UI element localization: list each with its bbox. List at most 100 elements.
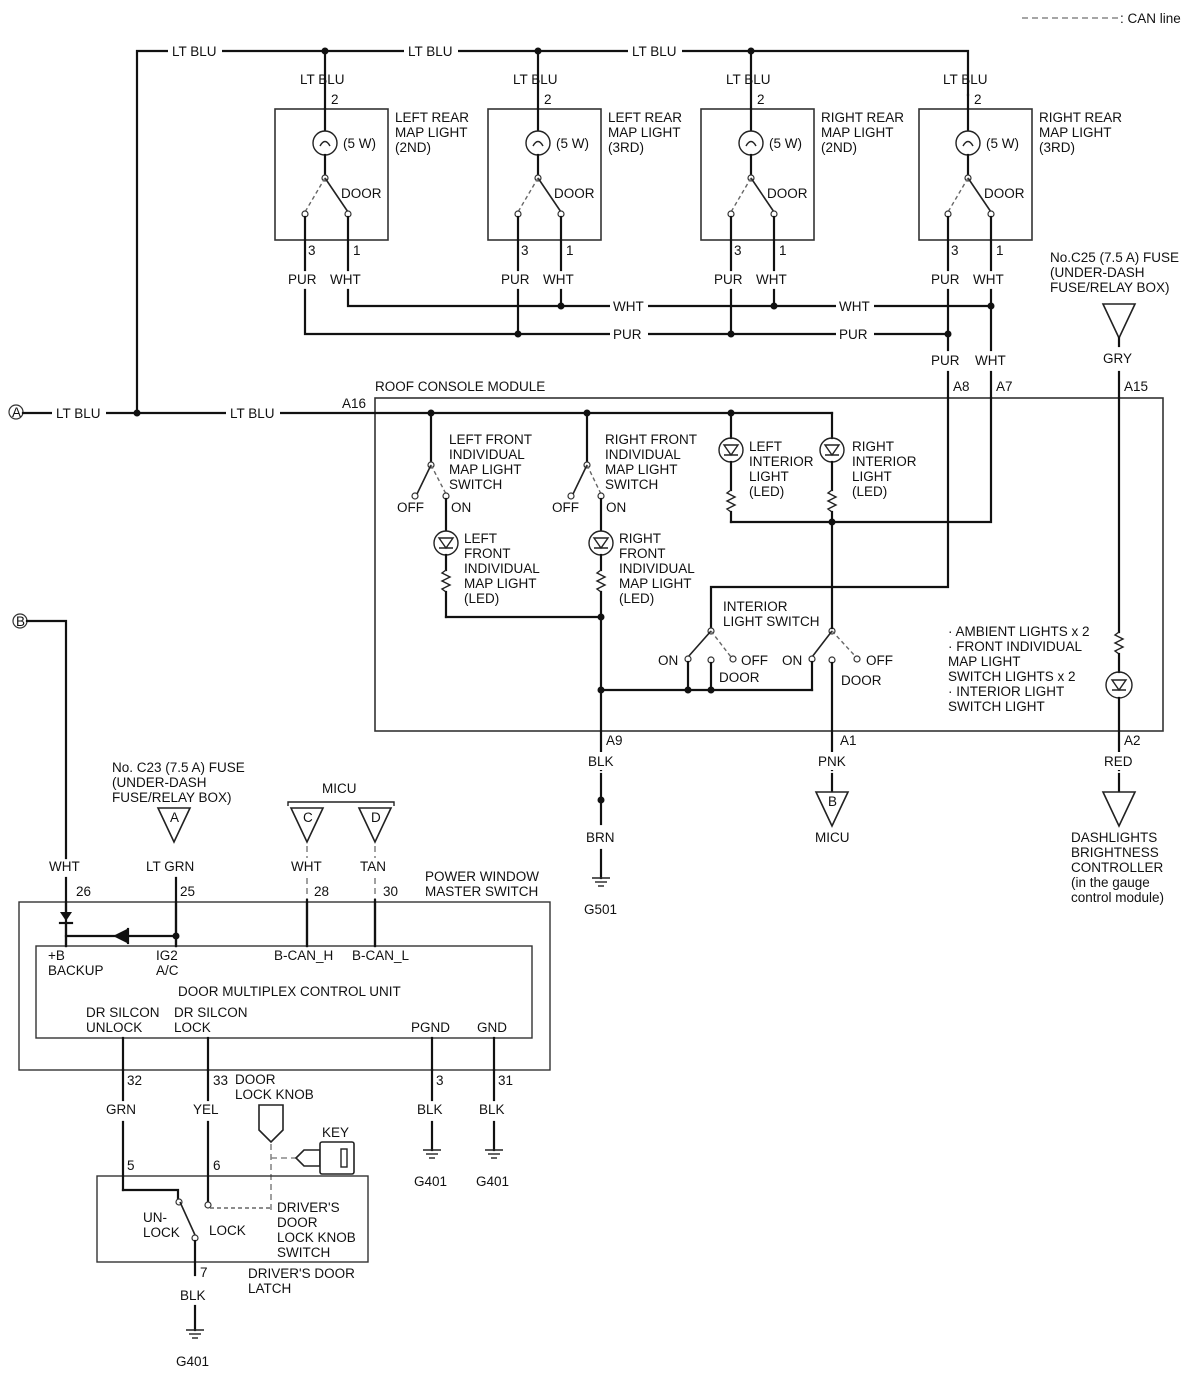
ambient-label: · INTERIOR LIGHT xyxy=(948,684,1064,699)
map-light-name: (3RD) xyxy=(608,140,644,155)
wire-label-wht: WHT xyxy=(291,859,322,874)
wire-label-lt-blu: LT BLU xyxy=(726,72,771,87)
resistor-icon xyxy=(1113,631,1125,655)
wire-label-lt-blu: LT BLU xyxy=(300,72,345,87)
lf-switch-label: MAP LIGHT xyxy=(449,462,522,477)
micu-connector-icon xyxy=(814,791,850,828)
pw-master-inputs: B WHT 26 No. C23 (7.5 A) FUSE (UNDER-DAS… xyxy=(12,613,539,948)
left-interior-label: LEFT xyxy=(749,439,782,454)
wire-label-pur: PUR xyxy=(931,353,960,368)
connector-a-label: A xyxy=(170,810,179,825)
pin-a15: A15 xyxy=(1124,379,1148,394)
bcan-h-label: B-CAN_H xyxy=(274,948,333,963)
map-light-name: MAP LIGHT xyxy=(395,125,468,140)
pin-1: 1 xyxy=(566,243,574,258)
micu-connector-icon xyxy=(357,807,393,844)
ambient-label: · AMBIENT LIGHTS x 2 xyxy=(948,624,1090,639)
latch-switch-label: DOOR xyxy=(277,1215,318,1230)
fuse-c23-label: (UNDER-DASH xyxy=(112,775,207,790)
gnd-label: GND xyxy=(477,1020,507,1035)
bulb-watt: (5 W) xyxy=(986,136,1019,151)
latch-title: LATCH xyxy=(248,1281,291,1296)
drivers-door-latch: 5 6 UN- LOCK LOCK DRIVER'S DOOR LOCK KNO… xyxy=(96,1120,369,1369)
pin-2: 2 xyxy=(544,92,552,107)
pin-30: 30 xyxy=(383,884,398,899)
wire-label-lt-blu: LT BLU xyxy=(172,44,217,59)
wire-label-blk: BLK xyxy=(180,1288,206,1303)
left-interior-label: (LED) xyxy=(749,484,784,499)
key-label: KEY xyxy=(322,1125,349,1140)
pin-2: 2 xyxy=(974,92,982,107)
roof-console-outputs: BLK BRN G501 PNK B MICU RED DASHLIGHTS B… xyxy=(584,752,1164,917)
fuse-c25-label: (UNDER-DASH xyxy=(1050,265,1145,280)
wire-label-wht: WHT xyxy=(543,272,574,287)
wire-label-blk: BLK xyxy=(417,1102,443,1117)
right-interior-label: LIGHT xyxy=(852,469,892,484)
pin-1: 1 xyxy=(353,243,361,258)
micu-label: MICU xyxy=(815,830,850,845)
fuse-connector-icon xyxy=(156,807,192,844)
map-light-left-rear-2nd: 2 (5 W) DOOR 3 1 LEFT REAR MAP LIGHT (2N… xyxy=(274,92,469,272)
b-backup-label: +B xyxy=(48,948,65,963)
micu-label: MICU xyxy=(322,781,357,796)
wire-label-wht: WHT xyxy=(330,272,361,287)
wire-label-brn: BRN xyxy=(586,830,615,845)
on-label: ON xyxy=(451,500,471,515)
interior-switch-label: INTERIOR xyxy=(723,599,788,614)
dmcu-label: DOOR MULTIPLEX CONTROL UNIT xyxy=(178,984,401,999)
wire-label-wht: WHT xyxy=(613,299,644,314)
bulb-watt: (5 W) xyxy=(556,136,589,151)
pin-2: 2 xyxy=(331,92,339,107)
pin-5: 5 xyxy=(127,1158,135,1173)
bulb-watt: (5 W) xyxy=(343,136,376,151)
lf-led-label: (LED) xyxy=(464,591,499,606)
lt-blu-bus: LT BLU LT BLU LT BLU LT BLU LT BLU LT BL… xyxy=(135,42,988,415)
wire-label-grn: GRN xyxy=(106,1102,136,1117)
on-label: ON xyxy=(658,653,678,668)
dashlights-connector-icon xyxy=(1101,791,1137,828)
ground-icon xyxy=(592,877,610,887)
ambient-label: MAP LIGHT xyxy=(948,654,1021,669)
pin-a9: A9 xyxy=(606,733,623,748)
pin-28: 28 xyxy=(314,884,329,899)
interior-switch-label: LIGHT SWITCH xyxy=(723,614,820,629)
pin-3: 3 xyxy=(308,243,316,258)
wire-label-pur: PUR xyxy=(839,327,868,342)
lf-led-label: MAP LIGHT xyxy=(464,576,537,591)
map-light-name: RIGHT REAR xyxy=(821,110,904,125)
map-light-name: MAP LIGHT xyxy=(608,125,681,140)
door-label: DOOR xyxy=(767,186,808,201)
pin-2: 2 xyxy=(757,92,765,107)
rf-switch-label: MAP LIGHT xyxy=(605,462,678,477)
rf-led-label: (LED) xyxy=(619,591,654,606)
bulb-watt: (5 W) xyxy=(769,136,802,151)
fuse-c25: No.C25 (7.5 A) FUSE (UNDER-DASH FUSE/REL… xyxy=(1050,250,1179,400)
key-icon xyxy=(294,1141,355,1175)
wire-label-wht: WHT xyxy=(49,859,80,874)
resistor-icon xyxy=(725,489,737,513)
map-light-right-rear-2nd: 2 (5 W) DOOR 3 1 RIGHT REAR MAP LIGHT (2… xyxy=(700,92,904,272)
resistor-icon xyxy=(440,569,452,593)
dashlights-label: DASHLIGHTS xyxy=(1071,830,1157,845)
wire-label-lt-grn: LT GRN xyxy=(146,859,194,874)
unlock-label: UN- xyxy=(143,1210,167,1225)
map-light-right-rear-3rd: 2 (5 W) DOOR 3 1 RIGHT REAR MAP LIGHT (3… xyxy=(918,92,1122,272)
door-label: DOOR xyxy=(984,186,1025,201)
lf-switch-label: SWITCH xyxy=(449,477,502,492)
off-label: OFF xyxy=(866,653,893,668)
dr-unlock-label: UNLOCK xyxy=(86,1020,142,1035)
door-label: DOOR xyxy=(719,670,760,685)
wire-label-pur: PUR xyxy=(714,272,743,287)
map-light-name: (2ND) xyxy=(821,140,857,155)
wire-label-lt-blu: LT BLU xyxy=(230,406,275,421)
wire-label-lt-blu: LT BLU xyxy=(513,72,558,87)
resistor-icon xyxy=(595,569,607,593)
connector-a-label: A xyxy=(12,405,21,420)
lf-led-label: INDIVIDUAL xyxy=(464,561,540,576)
pin-a1: A1 xyxy=(840,733,857,748)
wire-label-wht: WHT xyxy=(839,299,870,314)
dashlights-label: BRIGHTNESS xyxy=(1071,845,1159,860)
rf-switch-label: SWITCH xyxy=(605,477,658,492)
pin-1: 1 xyxy=(779,243,787,258)
right-interior-label: INTERIOR xyxy=(852,454,917,469)
